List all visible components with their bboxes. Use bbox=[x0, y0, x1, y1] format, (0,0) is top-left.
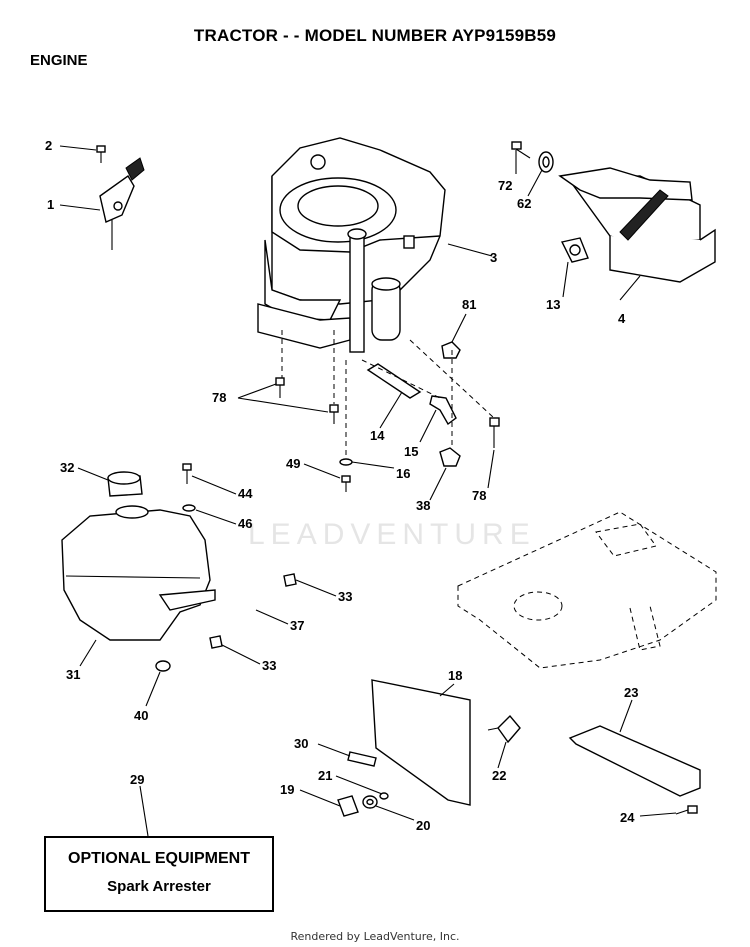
fuel-cap-part-32[interactable] bbox=[107, 471, 143, 497]
nut-part-81[interactable] bbox=[441, 341, 461, 359]
optional-equipment-heading: OPTIONAL EQUIPMENT bbox=[68, 850, 250, 867]
washer-part-20[interactable] bbox=[362, 795, 378, 809]
callout-44: 44 bbox=[238, 486, 253, 501]
fuel-line-part-37[interactable] bbox=[220, 582, 289, 643]
gasket-part-13[interactable] bbox=[560, 237, 589, 263]
callout-24: 24 bbox=[620, 810, 635, 825]
optional-equipment-box: OPTIONAL EQUIPMENT Spark Arrester bbox=[44, 836, 274, 912]
callout-72: 72 bbox=[498, 178, 512, 193]
footer-credit: Rendered by LeadVenture, Inc. bbox=[290, 930, 460, 943]
callout-1: 1 bbox=[47, 197, 54, 212]
clamp-part-33a[interactable] bbox=[283, 573, 297, 587]
gasket-part-62[interactable] bbox=[538, 151, 554, 173]
fuel-tank-part-31[interactable] bbox=[61, 505, 216, 641]
callout-29: 29 bbox=[130, 772, 144, 787]
muffler-part[interactable] bbox=[558, 167, 716, 283]
callout-33a: 33 bbox=[338, 589, 352, 604]
callout-4: 4 bbox=[618, 311, 626, 326]
deflector-part-23[interactable] bbox=[568, 725, 701, 797]
clip-part-19[interactable] bbox=[337, 795, 359, 817]
engine-part[interactable] bbox=[257, 137, 446, 353]
callout-31: 31 bbox=[66, 667, 80, 682]
callout-15: 15 bbox=[404, 444, 418, 459]
section-label: ENGINE bbox=[30, 52, 88, 69]
bolt-part-49[interactable] bbox=[341, 475, 351, 492]
callout-21: 21 bbox=[318, 768, 332, 783]
callout-18: 18 bbox=[448, 668, 462, 683]
bolt-part-78a[interactable] bbox=[275, 377, 285, 398]
throttle-control-part[interactable] bbox=[99, 157, 145, 250]
callout-33b: 33 bbox=[262, 658, 276, 673]
washer-part-46[interactable] bbox=[182, 504, 196, 512]
bracket-part-30[interactable] bbox=[347, 751, 377, 767]
callout-16: 16 bbox=[396, 466, 410, 481]
callout-30: 30 bbox=[294, 736, 308, 751]
washer-part-21[interactable] bbox=[379, 792, 389, 800]
optional-equipment-item: Spark Arrester bbox=[107, 878, 211, 895]
heat-shield-part-18[interactable] bbox=[371, 679, 471, 806]
callout-49: 49 bbox=[286, 456, 300, 471]
callout-78a: 78 bbox=[212, 390, 226, 405]
callout-37: 37 bbox=[290, 618, 304, 633]
screw-part-44[interactable] bbox=[182, 463, 192, 484]
callout-46: 46 bbox=[238, 516, 252, 531]
nut-part-38[interactable] bbox=[439, 447, 461, 467]
callout-20: 20 bbox=[416, 818, 430, 833]
fuel-line-part-14[interactable] bbox=[366, 363, 422, 399]
callout-19: 19 bbox=[280, 782, 294, 797]
knob-part-22[interactable] bbox=[487, 714, 521, 744]
callout-2: 2 bbox=[45, 138, 52, 153]
frame-reference bbox=[457, 511, 717, 669]
screw-part-72[interactable] bbox=[511, 141, 531, 159]
callout-14: 14 bbox=[370, 428, 385, 443]
page-title: TRACTOR - - MODEL NUMBER AYP9159B59 bbox=[193, 26, 557, 45]
callout-22: 22 bbox=[492, 768, 506, 783]
clamp-part-33b[interactable] bbox=[209, 635, 223, 649]
bolt-part-78b[interactable] bbox=[329, 404, 339, 424]
callout-78b: 78 bbox=[472, 488, 486, 503]
washer-part-16[interactable] bbox=[339, 458, 353, 466]
callout-32: 32 bbox=[60, 460, 74, 475]
screw-part-2[interactable] bbox=[96, 145, 106, 163]
watermark-text: LEADVENTURE bbox=[248, 518, 536, 551]
screw-part-24[interactable] bbox=[675, 805, 698, 815]
grommet-part-40[interactable] bbox=[155, 660, 171, 672]
callout-3: 3 bbox=[490, 250, 497, 265]
callout-23: 23 bbox=[624, 685, 638, 700]
callout-62: 62 bbox=[517, 196, 531, 211]
callout-38: 38 bbox=[416, 498, 430, 513]
callout-40: 40 bbox=[134, 708, 148, 723]
bolt-part-78c[interactable] bbox=[489, 417, 500, 448]
elbow-fitting-part-15[interactable] bbox=[429, 395, 457, 426]
callout-81: 81 bbox=[462, 297, 476, 312]
callout-13: 13 bbox=[546, 297, 560, 312]
